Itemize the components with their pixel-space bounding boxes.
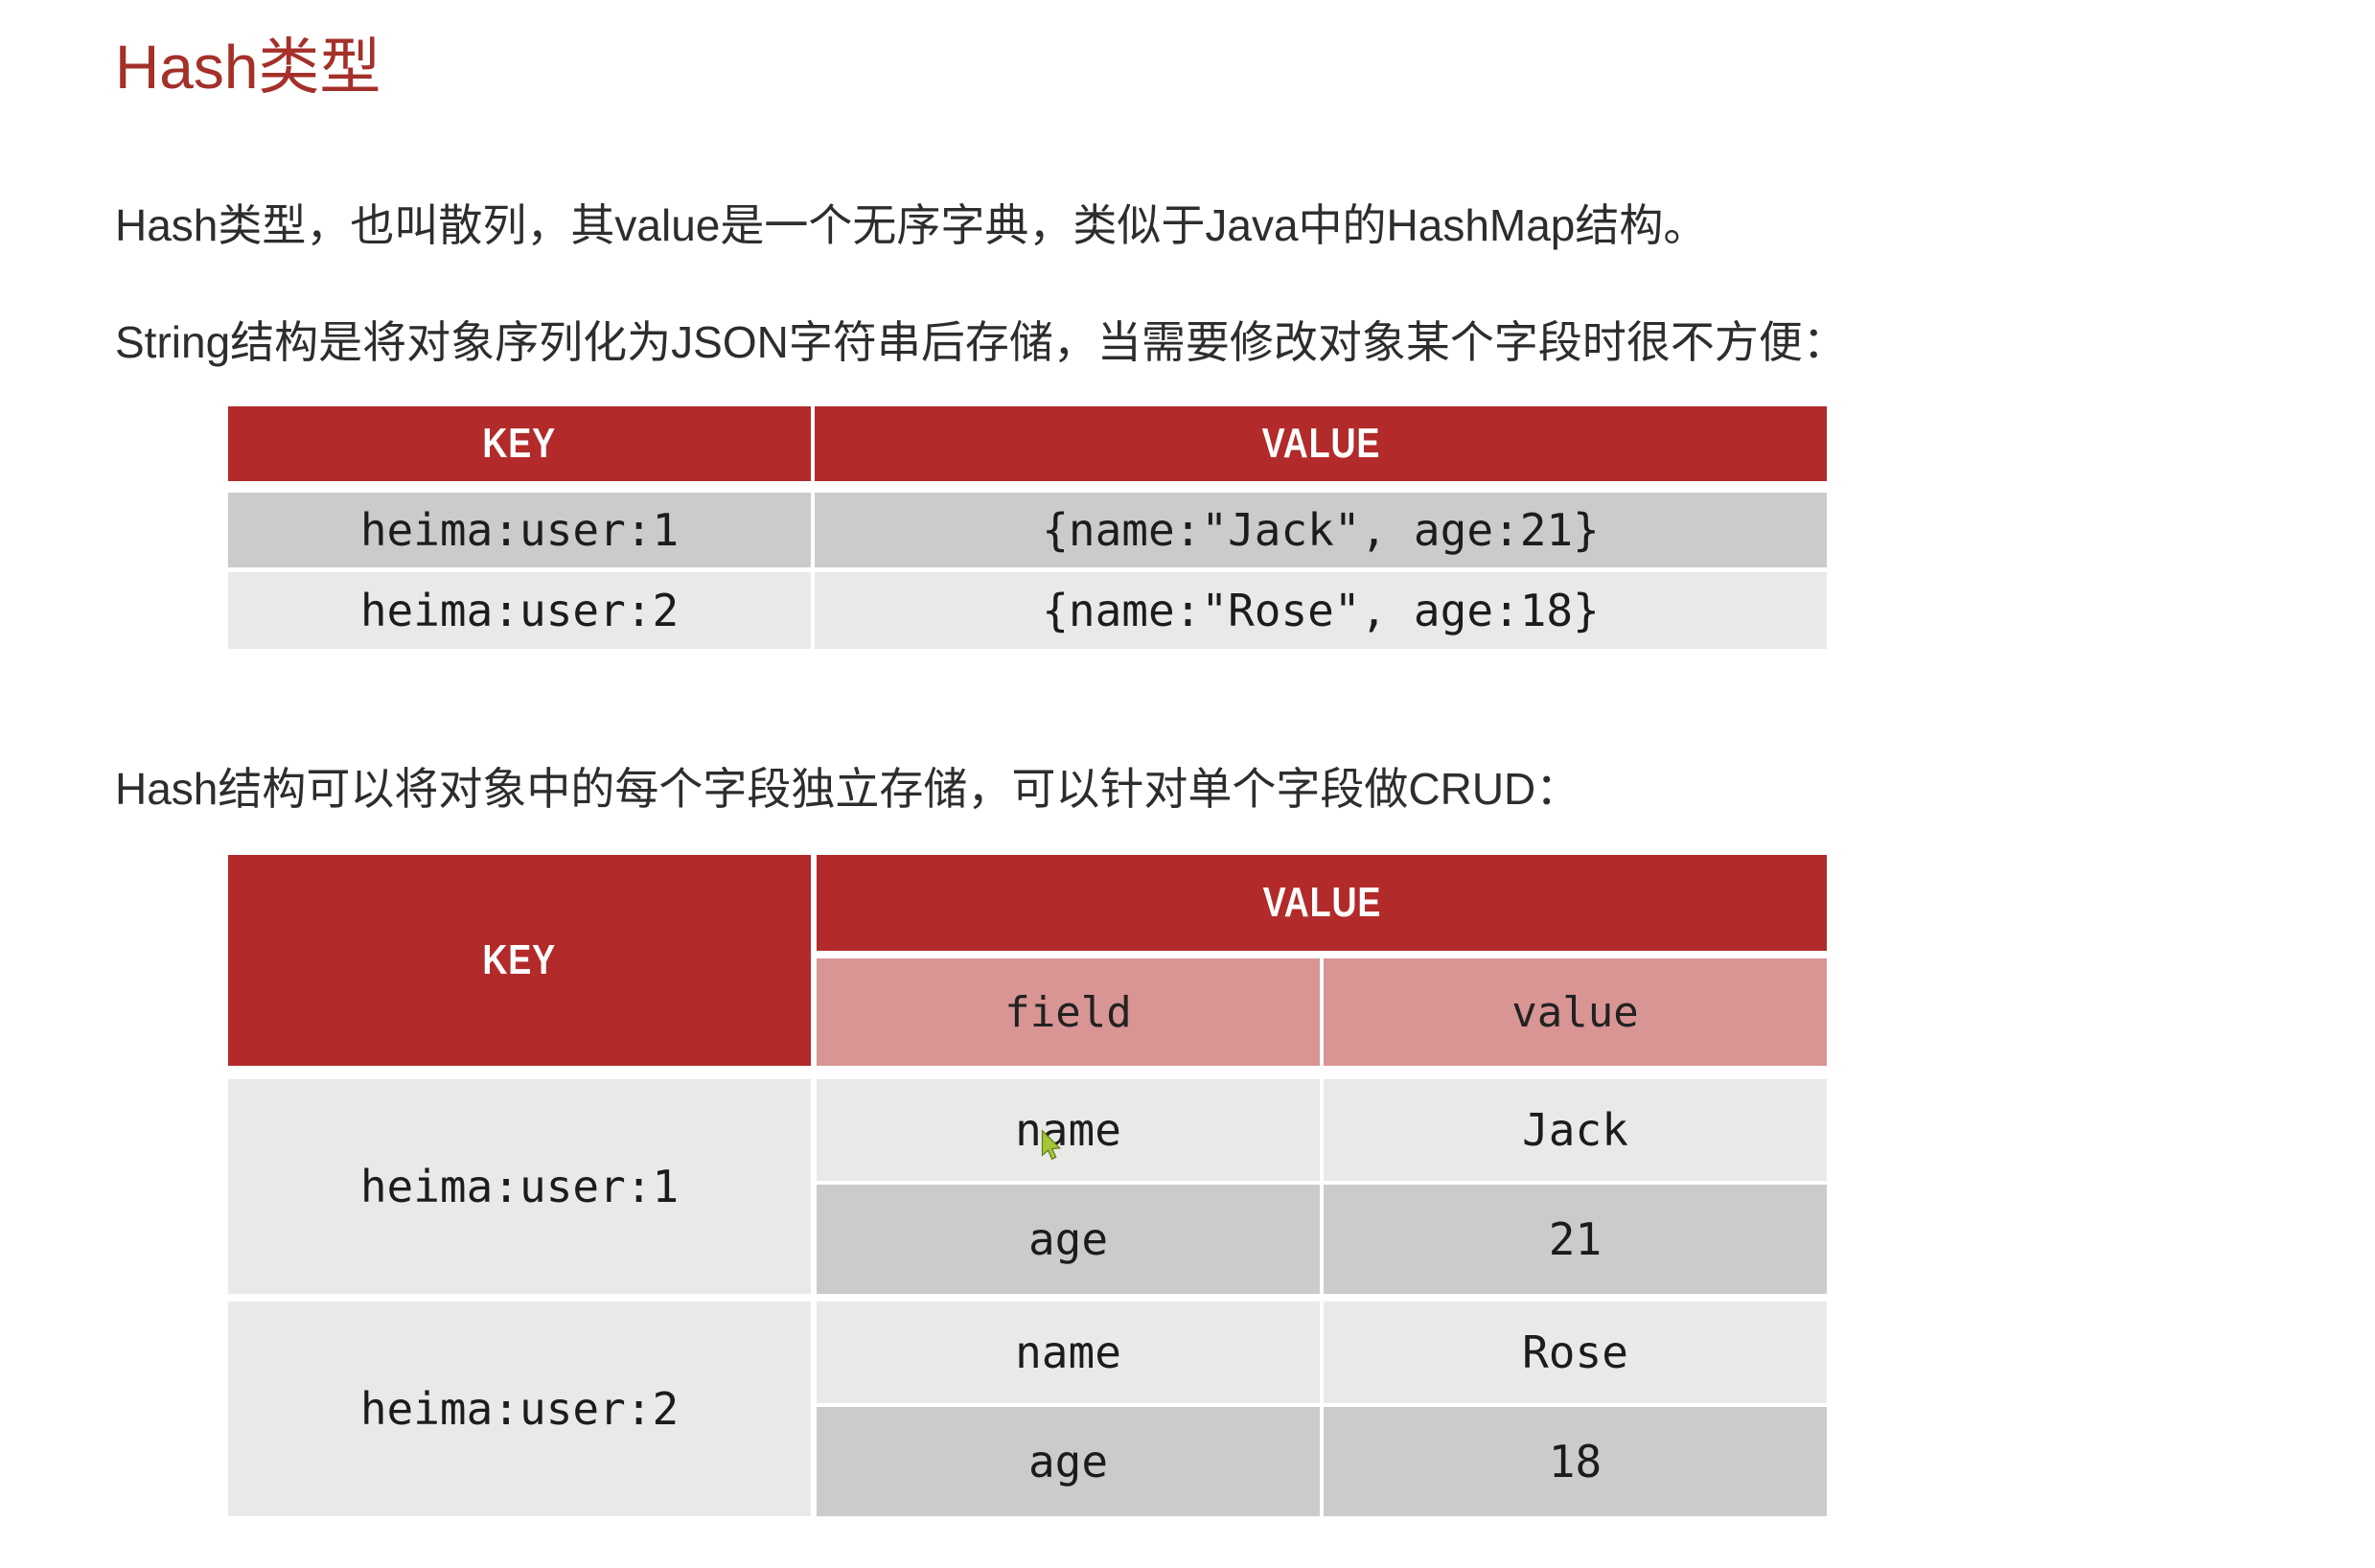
key-cell: heima:user:1 (228, 493, 811, 568)
key-header-label: KEY (482, 420, 557, 468)
row-divider (228, 1066, 811, 1079)
string-structure-table: KEY VALUE heima:user:1 {name:"Jack", age… (228, 406, 1827, 650)
paragraph-hash-intro: Hash类型，也叫散列，其value是一个无序字典，类似于Java中的HashM… (115, 200, 1708, 250)
column-divider (1320, 1407, 1324, 1517)
value-column-header: value (1324, 958, 1827, 1067)
value-cell: Jack (1324, 1079, 1827, 1182)
key-header-label: KEY (482, 936, 557, 984)
value-header-label: VALUE (1262, 879, 1381, 927)
column-divider (1320, 1302, 1324, 1404)
table-row: age 21 (817, 1185, 1827, 1295)
field-cell: name (817, 1302, 1320, 1404)
hash-structure-table: KEY heima:user:1 heima:user:2 VALUE fiel… (228, 855, 1827, 1517)
mouse-cursor-icon (1041, 1129, 1061, 1161)
field-cell: age (817, 1185, 1320, 1295)
hash-table-key-header: KEY (228, 855, 811, 1067)
row-divider (817, 951, 1827, 958)
value-cell: 18 (1324, 1407, 1827, 1517)
table-row: heima:user:2 {name:"Rose", age:18} (228, 572, 1827, 650)
hash-key-cell: heima:user:2 (228, 1302, 811, 1517)
value-cell: {name:"Rose", age:18} (815, 572, 1827, 650)
row-divider (817, 1294, 1827, 1302)
key-cell: heima:user:2 (228, 572, 811, 650)
column-divider (811, 493, 815, 568)
table-row: heima:user:1 {name:"Jack", age:21} (228, 493, 1827, 568)
column-divider (811, 572, 815, 650)
field-cell: age (817, 1407, 1320, 1517)
column-divider (1320, 1079, 1324, 1182)
value-header-label: VALUE (1261, 420, 1380, 468)
paragraph-hash-structure: Hash结构可以将对象中的每个字段独立存储，可以针对单个字段做CRUD： (115, 764, 1580, 815)
string-table-header-row: KEY VALUE (228, 406, 1827, 482)
row-divider (817, 1066, 1827, 1079)
table-row: name Jack (817, 1079, 1827, 1182)
hash-key-cell: heima:user:1 (228, 1079, 811, 1295)
hash-table-value-column: VALUE field value name Jack age 21 (817, 855, 1827, 1517)
column-divider (1320, 958, 1324, 1067)
slide-content: Hash类型 Hash类型，也叫散列，其value是一个无序字典，类似于Java… (0, 29, 2375, 1517)
field-cell: name (817, 1079, 1320, 1182)
paragraph-string-limitation: String结构是将对象序列化为JSON字符串后存储，当需要修改对象某个字段时很… (115, 317, 1847, 368)
row-divider (228, 481, 1827, 493)
table-row: name Rose (817, 1302, 1827, 1404)
string-table-value-header: VALUE (815, 406, 1827, 482)
column-divider (1320, 1185, 1324, 1295)
column-divider (811, 855, 817, 1517)
value-cell: {name:"Jack", age:21} (815, 493, 1827, 568)
page-title: Hash类型 (115, 33, 381, 102)
field-column-header: field (817, 958, 1320, 1067)
value-cell: Rose (1324, 1302, 1827, 1404)
value-cell: 21 (1324, 1185, 1827, 1295)
column-divider (811, 406, 815, 482)
row-divider (228, 1294, 811, 1302)
hash-table-subheader-row: field value (817, 958, 1827, 1067)
string-table-key-header: KEY (228, 406, 811, 482)
hash-table-key-column: KEY heima:user:1 heima:user:2 (228, 855, 811, 1517)
hash-table-value-header: VALUE (817, 855, 1827, 952)
table-row: age 18 (817, 1407, 1827, 1517)
